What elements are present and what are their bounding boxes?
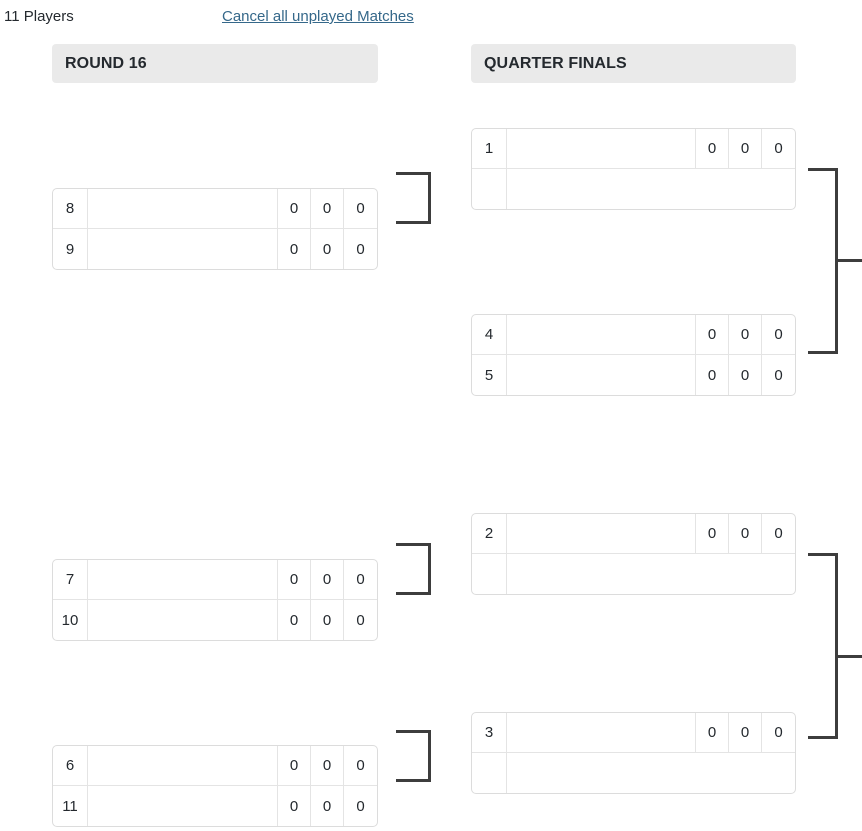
score-cell-3[interactable]: 0	[774, 140, 783, 157]
table-row[interactable]: 4 0 0 0	[472, 315, 795, 355]
score-cell-2[interactable]: 0	[729, 355, 762, 395]
seed-cell	[472, 554, 507, 594]
seed-cell: 1	[472, 129, 507, 168]
round-header-quarterfinals: QUARTER FINALS	[471, 44, 796, 83]
match-card[interactable]: 2 0 0 0	[471, 513, 796, 595]
seed-cell	[472, 753, 507, 793]
score-cell-1[interactable]: 0	[696, 514, 729, 553]
seed-cell: 9	[53, 229, 88, 269]
bracket-connector-stub	[835, 259, 862, 262]
bracket-connector-stub	[835, 655, 862, 658]
table-row[interactable]: 8 0 0 0	[53, 189, 377, 229]
table-row[interactable]: 1 0 0 0	[472, 129, 795, 169]
score-cell-2[interactable]: 0	[311, 229, 344, 269]
score-cell-1[interactable]: 0	[278, 560, 311, 599]
player-name-input[interactable]	[88, 600, 278, 640]
score-cell-3[interactable]: 0	[774, 525, 783, 542]
table-row[interactable]: 7 0 0 0	[53, 560, 377, 600]
player-name-input[interactable]	[507, 753, 795, 793]
score-cell-3[interactable]: 0	[356, 757, 365, 774]
bracket-connector	[396, 730, 431, 782]
match-card[interactable]: 1 0 0 0	[471, 128, 796, 210]
seed-cell: 4	[472, 315, 507, 354]
match-card[interactable]: 4 0 0 0 5 0 0 0	[471, 314, 796, 396]
table-row[interactable]: 9 0 0 0	[53, 229, 377, 269]
round-header-round16: ROUND 16	[52, 44, 378, 83]
score-cell-3[interactable]: 0	[774, 724, 783, 741]
seed-cell: 3	[472, 713, 507, 752]
score-cell-2[interactable]: 0	[729, 713, 762, 752]
player-name-input[interactable]	[507, 514, 696, 553]
score-cell-2[interactable]: 0	[729, 315, 762, 354]
player-name-input[interactable]	[507, 554, 795, 594]
score-cell-3[interactable]: 0	[356, 797, 365, 815]
score-cell-1[interactable]: 0	[278, 786, 311, 826]
match-card[interactable]: 7 0 0 0 10 0 0 0	[52, 559, 378, 641]
player-name-input[interactable]	[507, 169, 795, 209]
table-row[interactable]: 2 0 0 0	[472, 514, 795, 554]
score-cell-1[interactable]: 0	[278, 600, 311, 640]
player-name-input[interactable]	[88, 229, 278, 269]
player-name-input[interactable]	[507, 315, 696, 354]
table-row[interactable]: 10 0 0 0	[53, 600, 377, 640]
score-cell-3[interactable]: 0	[774, 366, 783, 384]
player-name-input[interactable]	[507, 129, 696, 168]
bracket-connector	[396, 543, 431, 595]
seed-cell: 6	[53, 746, 88, 785]
score-cell-1[interactable]: 0	[696, 129, 729, 168]
round-header-quarterfinals-label: QUARTER FINALS	[484, 54, 627, 72]
table-row[interactable]: 3 0 0 0	[472, 713, 795, 753]
score-cell-1[interactable]: 0	[696, 355, 729, 395]
seed-cell: 5	[472, 355, 507, 395]
table-row-placeholder[interactable]	[472, 554, 795, 594]
player-name-input[interactable]	[88, 786, 278, 826]
player-name-input[interactable]	[507, 713, 696, 752]
score-cell-3[interactable]: 0	[356, 240, 365, 258]
match-card[interactable]: 3 0 0 0	[471, 712, 796, 794]
seed-cell: 10	[53, 600, 88, 640]
seed-cell: 2	[472, 514, 507, 553]
bracket-connector	[396, 172, 431, 224]
score-cell-1[interactable]: 0	[278, 746, 311, 785]
score-cell-2[interactable]: 0	[311, 786, 344, 826]
seed-cell: 11	[53, 786, 88, 826]
score-cell-3[interactable]: 0	[356, 200, 365, 217]
score-cell-2[interactable]: 0	[729, 514, 762, 553]
match-card[interactable]: 8 0 0 0 9 0 0 0	[52, 188, 378, 270]
match-card[interactable]: 6 0 0 0 11 0 0 0	[52, 745, 378, 827]
score-cell-2[interactable]: 0	[311, 560, 344, 599]
score-cell-2[interactable]: 0	[311, 746, 344, 785]
cancel-all-unplayed-matches-link[interactable]: Cancel all unplayed Matches	[222, 8, 414, 25]
score-cell-3[interactable]: 0	[356, 611, 365, 629]
table-row-placeholder[interactable]	[472, 753, 795, 793]
seed-cell	[472, 169, 507, 209]
seed-cell: 8	[53, 189, 88, 228]
players-count-label: 11 Players	[4, 8, 74, 25]
score-cell-3[interactable]: 0	[356, 571, 365, 588]
table-row-placeholder[interactable]	[472, 169, 795, 209]
round-header-round16-label: ROUND 16	[65, 54, 147, 72]
score-cell-2[interactable]: 0	[729, 129, 762, 168]
table-row[interactable]: 5 0 0 0	[472, 355, 795, 395]
score-cell-1[interactable]: 0	[696, 315, 729, 354]
table-row[interactable]: 11 0 0 0	[53, 786, 377, 826]
score-cell-1[interactable]: 0	[278, 189, 311, 228]
score-cell-2[interactable]: 0	[311, 189, 344, 228]
score-cell-1[interactable]: 0	[696, 713, 729, 752]
toolbar: 11 Players Cancel all unplayed Matches	[0, 0, 862, 36]
score-cell-2[interactable]: 0	[311, 600, 344, 640]
player-name-input[interactable]	[88, 746, 278, 785]
seed-cell: 7	[53, 560, 88, 599]
score-cell-1[interactable]: 0	[278, 229, 311, 269]
player-name-input[interactable]	[507, 355, 696, 395]
score-cell-3[interactable]: 0	[774, 326, 783, 343]
bracket-connector	[808, 168, 838, 354]
bracket-connector	[808, 553, 838, 739]
player-name-input[interactable]	[88, 560, 278, 599]
table-row[interactable]: 6 0 0 0	[53, 746, 377, 786]
player-name-input[interactable]	[88, 189, 278, 228]
